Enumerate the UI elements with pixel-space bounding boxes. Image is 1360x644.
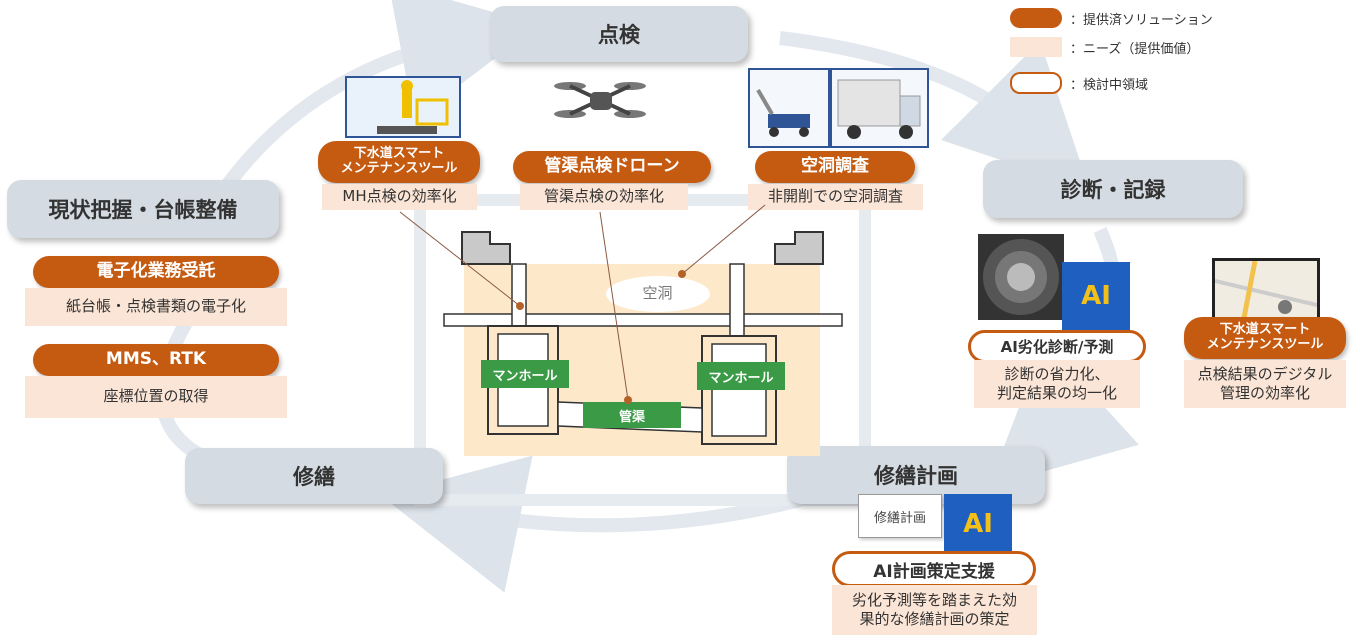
legend-considering-label: ：検討中領域 <box>1070 77 1149 93</box>
solution-smart-tool-1: 下水道スマート メンテナンスツール <box>318 141 480 183</box>
need-cavity: 非開削での空洞調査 <box>748 184 923 210</box>
phase-inspection: 点検 <box>490 6 748 62</box>
legend-provided: ：提供済ソリューション <box>1010 8 1213 28</box>
need-coords: 座標位置の取得 <box>25 376 287 418</box>
phase-repair: 修繕 <box>185 448 443 504</box>
ai-badge-plan-text: AI <box>963 509 993 539</box>
ai-badge-plan: AI <box>944 494 1012 554</box>
leader-mh-dot <box>516 302 524 310</box>
ai-badge-diagnosis-text: AI <box>1081 281 1111 311</box>
label-pipe: 管渠 <box>583 402 681 428</box>
legend-needs: ：ニーズ（提供価値） <box>1010 37 1199 57</box>
worker-photo <box>345 76 461 138</box>
legend-provided-swatch <box>1010 8 1062 28</box>
map-icon <box>1215 261 1317 323</box>
need-mh: MH点検の効率化 <box>322 184 477 210</box>
arrow-plan-to-repair <box>381 455 802 593</box>
cavity-cart-photo <box>748 68 830 148</box>
manhole-right-body <box>701 335 777 445</box>
truck-icon <box>837 79 921 139</box>
need-plan: 劣化予測等を踏まえた効 果的な修繕計画の策定 <box>832 585 1037 635</box>
label-manhole-right: マンホール <box>697 362 785 390</box>
legend-considering-swatch <box>1010 72 1062 94</box>
leader-mh <box>399 211 521 307</box>
arrow-status-to-inspection <box>204 0 539 214</box>
worker-icon <box>377 80 449 134</box>
solution-cavity: 空洞調査 <box>755 151 915 183</box>
need-diagnosis: 診断の省力化、 判定結果の均一化 <box>974 360 1140 408</box>
legend-needs-label: ：ニーズ（提供価値） <box>1070 41 1200 57</box>
leader-cavity-dot <box>678 270 686 278</box>
solution-smart-tool-2: 下水道スマート メンテナンスツール <box>1184 317 1346 359</box>
leader-pipe-dot <box>624 396 632 404</box>
manhole-right-inner <box>711 343 767 437</box>
phase-status: 現状把握・台帳整備 <box>7 180 279 238</box>
solution-ai-diagnosis: AI劣化診断/予測 <box>968 330 1146 363</box>
plan-document-label: 修繕計画 <box>873 510 926 526</box>
label-cavity: 空洞 <box>642 284 673 303</box>
phase-diagnosis: 診断・記録 <box>983 160 1243 218</box>
map-tablet-photo <box>1212 258 1320 326</box>
legend-provided-label: ：提供済ソリューション <box>1070 12 1213 28</box>
label-manhole-left: マンホール <box>481 360 569 388</box>
solution-digitization: 電子化業務受託 <box>33 256 279 288</box>
solution-ai-plan: AI計画策定支援 <box>832 551 1036 587</box>
need-digitization: 紙台帳・点検書類の電子化 <box>25 288 287 326</box>
road-left <box>461 231 511 265</box>
cavity-truck-photo <box>830 68 929 148</box>
drone-icon <box>554 82 646 118</box>
pipe-interior-photo <box>978 234 1064 320</box>
plan-document: 修繕計画 <box>858 494 942 538</box>
need-pipe: 管渠点検の効率化 <box>520 184 688 210</box>
solution-mms: MMS、RTK <box>33 344 279 376</box>
leader-pipe <box>599 211 629 401</box>
need-digital: 点検結果のデジタル 管理の効率化 <box>1184 360 1346 408</box>
leader-cavity <box>681 204 766 275</box>
arrow-inspection-to-diagnosis <box>779 31 1090 190</box>
legend-needs-swatch <box>1010 37 1062 57</box>
legend-considering: ：検討中領域 <box>1010 72 1148 94</box>
pipe-interior-icon <box>983 239 1059 315</box>
cavity-shape <box>606 276 710 312</box>
cart-icon <box>756 88 810 137</box>
road-right <box>774 231 824 265</box>
solution-drone: 管渠点検ドローン <box>513 151 711 183</box>
ai-badge-diagnosis: AI <box>1062 262 1130 330</box>
